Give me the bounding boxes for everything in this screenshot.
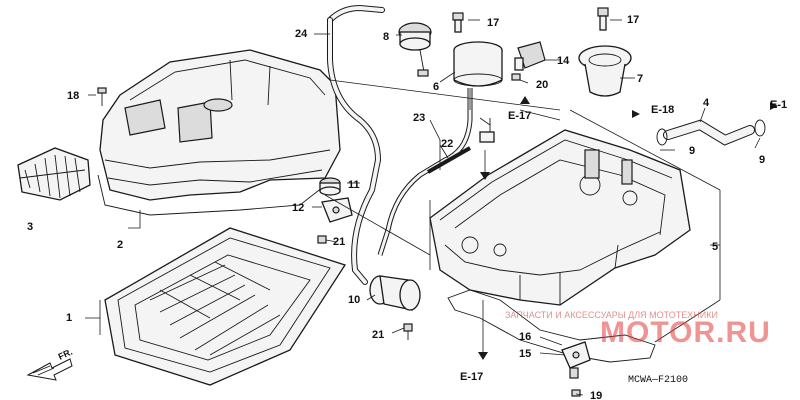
label-part-24: 24 <box>295 28 308 40</box>
label-part-3: 3 <box>27 221 33 233</box>
bolt-21-upper <box>317 235 327 244</box>
filter-10 <box>369 275 421 311</box>
ref-arrows <box>478 96 778 360</box>
label-part-22: 22 <box>441 138 453 150</box>
cap-7 <box>578 45 632 97</box>
ref-e17-top: E-17 <box>508 110 531 122</box>
label-part-20: 20 <box>536 79 548 91</box>
front-indicator: FR. <box>57 347 74 362</box>
label-part-14: 14 <box>557 55 570 67</box>
bolt-17-left <box>452 12 464 33</box>
drain-assembly <box>561 341 591 397</box>
label-part-21-lower: 21 <box>372 329 384 341</box>
valve-8 <box>398 22 432 77</box>
pipe-4 <box>663 119 755 146</box>
label-part-5: 5 <box>712 241 718 253</box>
bracket-12 <box>321 197 353 223</box>
watermark-caption: ЗАПЧАСТИ И АКСЕССУАРЫ ДЛЯ МОТОТЕХНИКИ <box>505 310 718 320</box>
label-part-17-right: 17 <box>627 14 639 26</box>
label-part-19: 19 <box>590 390 602 400</box>
part-labels: 1 2 3 4 5 6 7 8 9 9 10 11 12 14 15 16 17… <box>27 14 765 400</box>
tube-22 <box>427 146 471 174</box>
intake-funnel <box>17 147 91 201</box>
cap-11 <box>319 177 341 196</box>
fitting-13 <box>479 118 495 143</box>
label-part-4: 4 <box>703 97 710 109</box>
label-part-7: 7 <box>637 73 643 85</box>
case-seal <box>447 289 656 363</box>
clamp-9-left <box>656 128 668 146</box>
leader-lines <box>85 19 761 396</box>
watermark-brand: MOTOR.RU <box>600 316 771 349</box>
diagram-code: MCWA—F2100 <box>628 375 688 386</box>
front-arrow-icon <box>26 358 73 381</box>
label-part-16: 16 <box>519 331 531 343</box>
label-part-12: 12 <box>292 202 304 214</box>
bolt-17-right <box>597 7 609 31</box>
label-part-15: 15 <box>519 348 531 360</box>
ref-e1: E-1 <box>770 99 787 111</box>
bolt-20 <box>511 73 521 81</box>
label-part-23: 23 <box>413 112 425 124</box>
label-part-1: 1 <box>66 312 72 324</box>
clamp-9-right <box>754 119 766 137</box>
label-part-6: 6 <box>433 81 439 93</box>
label-part-11: 11 <box>348 179 360 191</box>
ref-e18: E-18 <box>651 104 674 116</box>
bolt-21-lower <box>403 323 413 340</box>
valve-body-6 <box>453 41 503 87</box>
cover-seal <box>97 174 333 216</box>
label-part-2: 2 <box>117 239 123 251</box>
label-part-21-upper: 21 <box>333 236 345 248</box>
label-part-18: 18 <box>67 90 79 102</box>
label-part-17-left: 17 <box>487 17 499 29</box>
ref-e17-bottom: E-17 <box>460 371 483 383</box>
air-filter-element <box>104 227 347 386</box>
air-cleaner-cover <box>99 49 341 201</box>
sensor-14 <box>514 41 546 71</box>
air-cleaner-case <box>429 129 691 306</box>
label-part-10: 10 <box>348 294 360 306</box>
label-part-9-left: 9 <box>689 145 695 157</box>
label-part-9-right: 9 <box>759 154 765 166</box>
bolt-18 <box>97 87 107 106</box>
label-part-8: 8 <box>383 31 389 43</box>
